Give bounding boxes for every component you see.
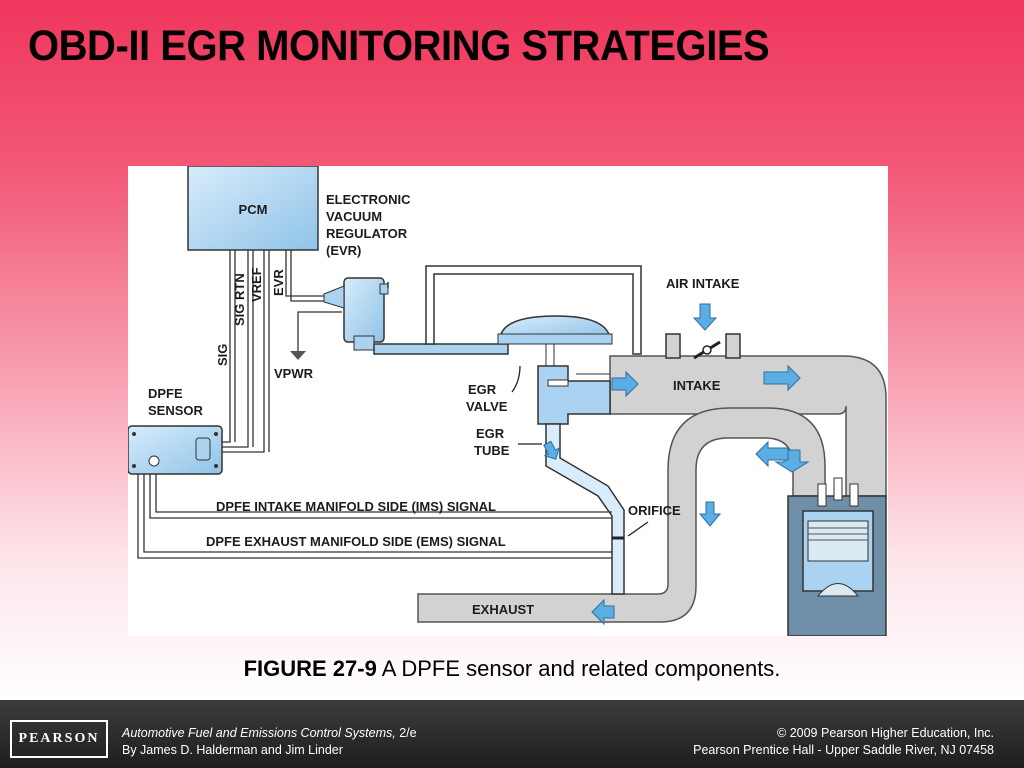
evr-device — [323, 277, 389, 351]
pcm-label: PCM — [239, 202, 268, 217]
logo-text: PEARSON — [18, 731, 100, 746]
evr-label-3: REGULATOR — [326, 226, 408, 241]
dpfe-diagram: PCM SIG SIG RTN VREF EVR ELECTRONIC VACU… — [128, 166, 888, 636]
orifice-label: ORIFICE — [628, 503, 681, 518]
dpfe-label-2: SENSOR — [148, 403, 204, 418]
publisher: Pearson Prentice Hall - Upper Saddle Riv… — [693, 743, 994, 757]
egr-tube-label-2: TUBE — [474, 443, 510, 458]
throttle-body — [665, 333, 741, 360]
figure-caption: FIGURE 27-9 A DPFE sensor and related co… — [0, 656, 1024, 682]
egr-valve — [497, 315, 613, 425]
ims-signal-label: DPFE INTAKE MANIFOLD SIDE (IMS) SIGNAL — [216, 499, 496, 514]
pcm-wiring — [208, 250, 333, 453]
egr-tube — [545, 423, 625, 595]
book-info: Automotive Fuel and Emissions Control Sy… — [122, 725, 417, 759]
diagram-svg: PCM SIG SIG RTN VREF EVR ELECTRONIC VACU… — [128, 166, 887, 636]
evr-label-2: VACUUM — [326, 209, 382, 224]
egr-valve-leader — [511, 365, 521, 393]
orifice-leader — [627, 521, 649, 537]
exhaust-duct — [417, 407, 826, 623]
wire-label-sig-rtn: SIG RTN — [232, 273, 247, 326]
figure-number: FIGURE 27-9 — [243, 656, 377, 681]
vpwr-ground-symbol — [290, 351, 306, 360]
engine-cylinder — [787, 477, 887, 636]
flow-arrows — [543, 303, 810, 626]
authors: By James D. Halderman and Jim Linder — [122, 743, 343, 757]
air-intake-label: AIR INTAKE — [666, 276, 740, 291]
footer-bar: PEARSON Automotive Fuel and Emissions Co… — [0, 700, 1024, 768]
egr-valve-label-1: EGR — [468, 382, 497, 397]
vacuum-hoses — [373, 265, 642, 355]
publisher-info: © 2009 Pearson Higher Education, Inc. Pe… — [693, 725, 994, 759]
pcm-box — [187, 166, 319, 251]
vpwr-wire — [297, 311, 342, 351]
copyright: © 2009 Pearson Higher Education, Inc. — [777, 726, 994, 740]
egr-valve-label-2: VALVE — [466, 399, 508, 414]
figure-description: A DPFE sensor and related components. — [381, 656, 781, 681]
intake-label: INTAKE — [673, 378, 721, 393]
dpfe-sensor — [128, 425, 223, 475]
wire-label-vref: VREF — [249, 267, 264, 302]
evr-label-1: ELECTRONIC — [326, 192, 411, 207]
egr-tube-label-1: EGR — [476, 426, 505, 441]
book-title: Automotive Fuel and Emissions Control Sy… — [122, 726, 396, 740]
exhaust-label: EXHAUST — [472, 602, 534, 617]
vpwr-label: VPWR — [274, 366, 314, 381]
signal-hoses — [137, 474, 612, 559]
wire-label-evr: EVR — [271, 269, 286, 296]
dpfe-label-1: DPFE — [148, 386, 183, 401]
ems-signal-label: DPFE EXHAUST MANIFOLD SIDE (EMS) SIGNAL — [206, 534, 506, 549]
slide-title: OBD-II EGR MONITORING STRATEGIES — [28, 22, 770, 70]
book-edition: 2/e — [395, 726, 417, 740]
pearson-logo: PEARSON — [10, 720, 108, 758]
evr-label-4: (EVR) — [326, 243, 361, 258]
wire-label-sig: SIG — [215, 344, 230, 366]
